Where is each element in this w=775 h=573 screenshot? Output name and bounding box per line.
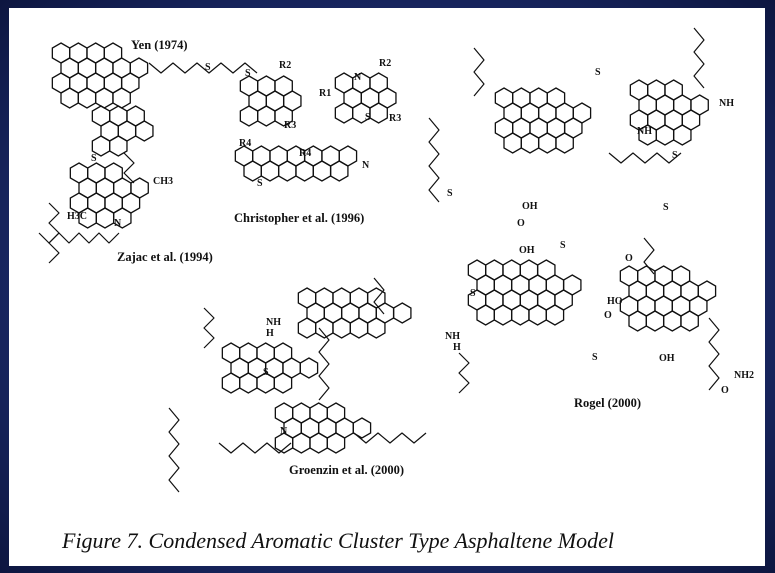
rogel-ring-cluster-bottom-left	[467, 259, 582, 326]
groenzin-chain-c	[318, 327, 330, 401]
rogel-carboxyl-oh: OH	[522, 201, 538, 212]
christopher-r2-left: R2	[279, 60, 291, 71]
rogel-sulfur-7: S	[592, 352, 598, 363]
christopher-r3-left: R3	[284, 120, 296, 131]
rogel-carboxyl-o: O	[517, 218, 525, 229]
groenzin-chain-a	[168, 407, 180, 493]
christopher-r4-right: R4	[299, 148, 311, 159]
christopher-r3-right: R3	[389, 113, 401, 124]
rogel-sulfur-2: S	[672, 150, 678, 161]
model-label-rogel: Rogel (2000)	[574, 396, 641, 410]
model-label-yen: Yen (1974)	[131, 38, 188, 52]
zajac-methyl-right: CH3	[153, 176, 173, 187]
rogel-ether-o2: O	[604, 310, 612, 321]
groenzin-sulfur: S	[263, 367, 269, 378]
rogel-nh-3: NH	[445, 331, 460, 342]
christopher-r1: R1	[319, 88, 331, 99]
christopher-r4-left: R4	[239, 138, 251, 149]
rogel-ether-o: O	[625, 253, 633, 264]
zajac-chain-left	[48, 202, 60, 264]
rogel-chain-f	[643, 237, 655, 275]
rogel-sulfur-3: S	[447, 188, 453, 199]
groenzin-h: H	[266, 328, 274, 339]
rogel-oh-2: OH	[659, 353, 675, 364]
christopher-sulfur: S	[365, 112, 371, 123]
groenzin-chain-b	[203, 307, 215, 349]
christopher-ring-cluster-bottom	[234, 145, 358, 182]
groenzin-chain-e	[353, 432, 427, 444]
zajac-nitrogen: N	[114, 218, 122, 229]
groenzin-nh: NH	[266, 317, 281, 328]
christopher-ring-cluster-left	[239, 75, 302, 127]
rogel-ho: HO	[607, 296, 623, 307]
groenzin-ring-cluster-top	[297, 287, 412, 339]
rogel-chain-b	[473, 47, 485, 97]
model-label-zajac: Zajac et al. (1994)	[117, 250, 213, 264]
rogel-chain-g	[708, 317, 720, 391]
rogel-nh-2: NH	[719, 98, 734, 109]
yen-ring-cluster-lower	[91, 105, 154, 157]
rogel-ring-cluster-top-left	[494, 87, 592, 154]
groenzin-chain-d	[218, 442, 292, 454]
rogel-chain-c	[693, 27, 705, 89]
rogel-h: H	[453, 342, 461, 353]
rogel-chain-e	[458, 352, 470, 394]
groenzin-nitrogen: N	[280, 426, 288, 437]
christopher-sulfonyl-1: S	[245, 68, 251, 79]
rogel-chain-d	[608, 152, 682, 164]
rogel-sulfur-5: S	[560, 240, 566, 251]
christopher-r2-right: R2	[379, 58, 391, 69]
rogel-hydroxyl: OH	[519, 245, 535, 256]
rogel-nh-1: NH	[637, 126, 652, 137]
figure-caption: Figure 7. Condensed Aromatic Cluster Typ…	[62, 528, 614, 553]
rogel-amide-o: O	[721, 385, 729, 396]
yen-chain	[148, 62, 258, 74]
zajac-methyl-left: H3C	[67, 211, 87, 222]
model-label-christopher: Christopher et al. (1996)	[234, 211, 365, 225]
rogel-sulfur-6: S	[470, 288, 476, 299]
rogel-chain-a	[428, 117, 440, 203]
groenzin-ring-cluster-left	[221, 342, 319, 394]
yen-sulfur: S	[205, 62, 211, 73]
rogel-sulfur-1: S	[595, 67, 601, 78]
christopher-nitrogen-2: N	[362, 160, 370, 171]
yen-chain-down	[123, 152, 135, 184]
christopher-nitrogen-1: N	[354, 72, 362, 83]
model-label-groenzin: Groenzin et al. (2000)	[289, 463, 405, 477]
christopher-sulfonyl-2: S	[257, 178, 263, 189]
rogel-ring-cluster-bottom-right	[619, 265, 717, 332]
zajac-chain-lower	[38, 232, 120, 244]
rogel-amine: NH2	[734, 370, 754, 381]
groenzin-chain-f	[373, 277, 385, 315]
rogel-sulfur-4: S	[663, 202, 669, 213]
groenzin-ring-cluster-bottom	[274, 402, 372, 454]
zajac-sulfur: S	[91, 153, 97, 164]
